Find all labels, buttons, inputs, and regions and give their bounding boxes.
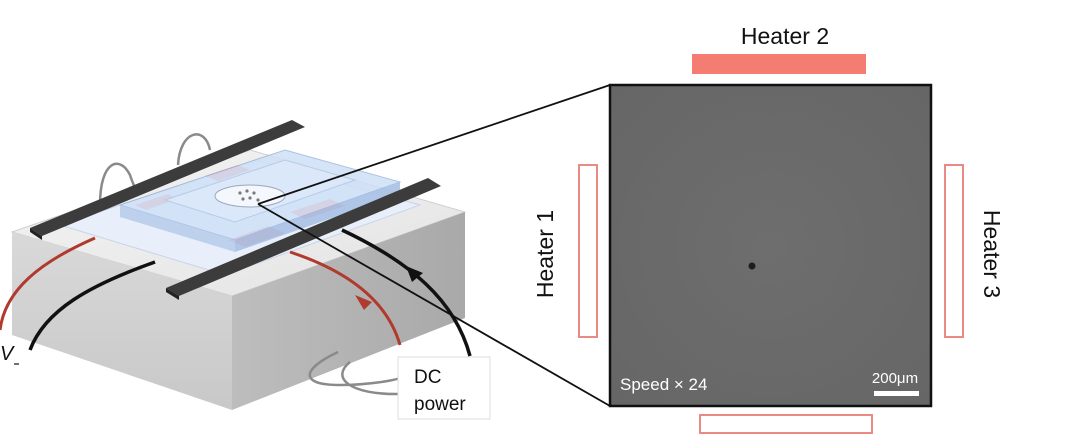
dc-power-box — [397, 356, 491, 420]
black-wire-arrow — [406, 266, 423, 282]
chamber-front — [120, 205, 235, 252]
speed-label: Speed × 24 — [620, 375, 707, 394]
red-wire-left — [0, 236, 96, 331]
back-wire-right — [176, 133, 212, 166]
voltage-label: V — [0, 343, 15, 365]
red-wire-right — [289, 250, 402, 346]
base-side — [232, 212, 465, 410]
black-wire-left — [28, 260, 156, 351]
zoom-line-top — [257, 84, 611, 205]
electrode-front-edge — [166, 288, 179, 300]
heater-2-label: Heater 2 — [741, 23, 829, 49]
scale-bar — [874, 391, 919, 396]
electrode-front — [166, 178, 441, 296]
device-illustration: V DC power — [0, 120, 491, 420]
particle — [748, 262, 756, 270]
scale-bar-label: 200μm — [872, 370, 918, 387]
sample-particles — [238, 189, 260, 202]
heater-3-label: Heater 3 — [979, 210, 1005, 298]
heater-1-bar — [578, 164, 598, 338]
base-front — [12, 232, 232, 410]
chamber-side — [235, 182, 400, 252]
dc-power-label-line2: power — [414, 394, 466, 415]
dc-power-label-line1: DC — [414, 367, 441, 388]
electrode-back — [30, 120, 305, 236]
heater-3-bar — [944, 164, 964, 338]
bottom-wire-1 — [308, 350, 401, 387]
bottom-wire-2 — [341, 361, 401, 396]
zoom-line-bottom — [257, 203, 611, 407]
heater-1-label: Heater 1 — [532, 210, 558, 298]
heater-4-bar — [699, 414, 873, 434]
sample-well — [214, 184, 286, 208]
microscope-panel: Heater 2 Heater 1 Heater 3 Speed × 24 20… — [532, 23, 1005, 434]
black-wire-right — [341, 228, 472, 357]
microscope-image — [608, 83, 933, 408]
heater-2-bar — [692, 54, 866, 74]
electrode-back-edge — [30, 228, 42, 240]
red-wire-arrow — [355, 295, 372, 310]
